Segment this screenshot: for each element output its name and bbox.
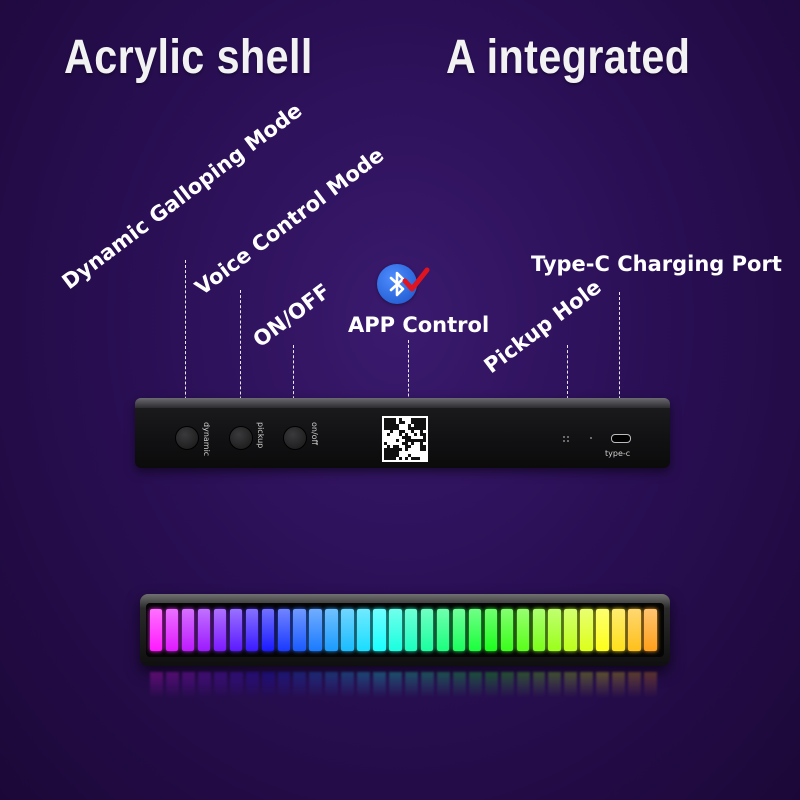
led-reflection	[150, 672, 660, 698]
led-reflection-segment	[436, 672, 450, 698]
led-segment	[532, 609, 545, 651]
led-reflection-segment	[293, 672, 307, 698]
pickup-button[interactable]	[229, 426, 253, 450]
led-segment	[357, 609, 370, 651]
device-label-type-c: type-c	[605, 449, 631, 458]
led-segment	[389, 609, 402, 651]
led-segment	[468, 609, 482, 651]
led-reflection-segment	[532, 672, 546, 698]
device-label-on-off: on/off	[310, 422, 319, 446]
led-segment	[484, 609, 498, 651]
led-segment	[564, 609, 577, 651]
led-segment	[245, 609, 259, 651]
led-reflection-segment	[612, 672, 626, 698]
led-reflection-segment	[389, 672, 402, 698]
led-reflection-segment	[213, 672, 227, 698]
led-segment	[293, 609, 306, 651]
led-segment	[325, 609, 338, 651]
led-segment	[373, 609, 386, 651]
led-reflection-segment	[420, 672, 434, 698]
led-reflection-segment	[405, 672, 418, 698]
callout-dynamic-galloping-mode: Dynamic Galloping Mode	[57, 98, 307, 294]
light-bar-device-top: dynamic pickup on/off type-c	[135, 398, 670, 468]
headline-acrylic-shell: Acrylic shell	[64, 31, 313, 84]
on-off-button[interactable]	[283, 426, 307, 450]
callout-type-c-charging-port: Type-C Charging Port	[531, 252, 782, 276]
led-reflection-segment	[325, 672, 339, 698]
led-reflection-segment	[245, 672, 259, 698]
led-segment	[628, 609, 641, 651]
led-segment	[405, 609, 418, 651]
led-segment	[277, 609, 290, 651]
led-reflection-segment	[165, 672, 179, 698]
led-reflection-segment	[644, 672, 657, 698]
leader-line-app	[408, 340, 409, 416]
led-reflection-segment	[468, 672, 482, 698]
led-reflection-segment	[548, 672, 562, 698]
check-icon	[402, 267, 430, 292]
led-segment	[229, 609, 243, 651]
device-label-pickup: pickup	[256, 422, 265, 449]
device-label-dynamic: dynamic	[202, 422, 211, 457]
led-segment	[341, 609, 354, 651]
led-segment	[150, 609, 163, 651]
led-segment	[596, 609, 609, 651]
led-reflection-segment	[261, 672, 275, 698]
led-reflection-segment	[500, 672, 514, 698]
led-reflection-segment	[516, 672, 530, 698]
led-segment	[436, 609, 450, 651]
qr-code	[382, 416, 428, 462]
led-segment	[181, 609, 195, 651]
led-array	[146, 603, 664, 657]
led-reflection-segment	[150, 672, 163, 698]
leader-line-onoff	[293, 345, 294, 430]
led-segment	[213, 609, 227, 651]
led-segment	[261, 609, 274, 651]
led-segment	[165, 609, 179, 651]
led-reflection-segment	[181, 672, 195, 698]
callout-pickup-hole: Pickup Hole	[479, 274, 606, 378]
led-reflection-segment	[229, 672, 243, 698]
led-segment	[420, 609, 434, 651]
led-reflection-segment	[309, 672, 323, 698]
led-reflection-segment	[564, 672, 578, 698]
led-reflection-segment	[197, 672, 211, 698]
callout-on-off: ON/OFF	[248, 278, 335, 352]
led-segment	[500, 609, 514, 651]
led-reflection-segment	[277, 672, 291, 698]
led-reflection-segment	[373, 672, 387, 698]
led-reflection-segment	[357, 672, 371, 698]
light-bar-device-rgb	[140, 594, 670, 666]
led-segment	[580, 609, 593, 651]
leader-line-typec	[619, 292, 620, 434]
type-c-port	[611, 434, 631, 443]
led-reflection-segment	[452, 672, 466, 698]
bluetooth-app-badge	[377, 264, 457, 308]
led-reflection-segment	[596, 672, 610, 698]
headline-integrated: A integrated	[446, 31, 691, 84]
led-segment	[197, 609, 211, 651]
led-segment	[644, 609, 657, 651]
leader-line-voice	[240, 290, 241, 430]
dynamic-button[interactable]	[175, 426, 199, 450]
led-segment	[548, 609, 561, 651]
led-segment	[516, 609, 529, 651]
led-segment	[309, 609, 322, 651]
led-reflection-segment	[580, 672, 594, 698]
led-segment	[612, 609, 625, 651]
leader-line-pickup	[567, 345, 568, 435]
led-segment	[452, 609, 466, 651]
led-reflection-segment	[341, 672, 355, 698]
led-reflection-segment	[484, 672, 498, 698]
led-reflection-segment	[628, 672, 642, 698]
callout-app-control: APP Control	[348, 313, 490, 337]
leader-line-dynamic	[185, 260, 186, 430]
